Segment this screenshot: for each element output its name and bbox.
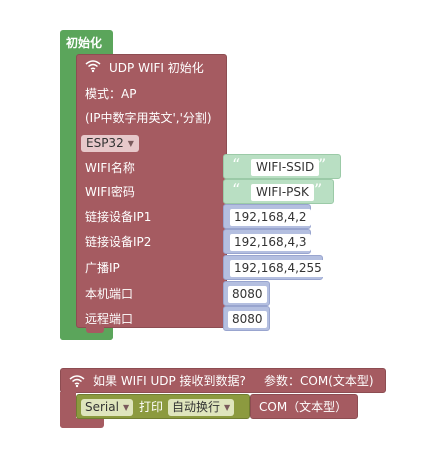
udp-receive-footer xyxy=(60,418,104,428)
udp-receive-block[interactable]: 如果 WIFI UDP 接收到数据? 参数：COM(文本型) xyxy=(60,368,386,393)
chevron-down-icon: ▼ xyxy=(127,139,134,148)
row-label-wifi-psk: WIFI密码 xyxy=(85,185,135,199)
remote-port-value[interactable]: 8080 xyxy=(228,311,267,328)
row-label-ip1: 链接设备IP1 xyxy=(85,210,152,224)
wifi-psk-value[interactable]: WIFI-PSK xyxy=(251,184,314,201)
serial-select-value: Serial xyxy=(85,400,119,414)
row-label-broadcast-ip: 广播IP xyxy=(85,261,120,275)
newline-select[interactable]: 自动换行▼ xyxy=(168,399,235,416)
wifi-ssid-input[interactable]: “ WIFI-SSID ” xyxy=(223,154,341,179)
serial-print-block[interactable]: Serial▼ 打印 自动换行▼ xyxy=(76,394,250,419)
local-port-input[interactable]: 8080 xyxy=(223,281,270,306)
remote-port-input[interactable]: 8080 xyxy=(223,306,270,331)
row-label-wifi-ssid: WIFI名称 xyxy=(85,161,135,175)
row-label-ip2: 链接设备IP2 xyxy=(85,235,152,249)
quote-open-icon: “ xyxy=(232,180,241,199)
chevron-down-icon: ▼ xyxy=(122,403,130,412)
udp-receive-title: 如果 WIFI UDP 接收到数据? xyxy=(93,374,246,388)
ip1-input[interactable]: 192,168,4,2 xyxy=(223,204,311,229)
udp-init-title: UDP WIFI 初始化 xyxy=(109,61,204,75)
wifi-icon xyxy=(85,60,101,73)
quote-open-icon: “ xyxy=(232,155,241,174)
udp-receive-params: 参数：COM(文本型) xyxy=(264,374,374,388)
com-variable-label: COM（文本型） xyxy=(259,400,348,414)
board-select[interactable]: ESP32▼ xyxy=(81,135,139,152)
ip2-input[interactable]: 192,168,4,3 xyxy=(223,229,311,254)
init-block-label: 初始化 xyxy=(66,36,103,50)
udp-wifi-init-block[interactable]: UDP WIFI 初始化 模式：AP (IP中数字用英文','分割) ESP32… xyxy=(76,54,227,328)
wifi-ssid-value[interactable]: WIFI-SSID xyxy=(251,159,320,176)
quote-close-icon: ” xyxy=(318,155,327,174)
chevron-down-icon: ▼ xyxy=(224,403,231,412)
com-variable-block[interactable]: COM（文本型） xyxy=(250,394,358,419)
row-label-remote-port: 远程端口 xyxy=(85,312,134,326)
wifi-psk-input[interactable]: “ WIFI-PSK ” xyxy=(223,179,334,204)
print-label: 打印 xyxy=(139,400,164,414)
ip-note-label: (IP中数字用英文','分割) xyxy=(85,111,212,125)
broadcast-ip-input[interactable]: 192,168,4,255 xyxy=(223,255,326,280)
broadcast-ip-value[interactable]: 192,168,4,255 xyxy=(230,260,326,277)
ip1-value[interactable]: 192,168,4,2 xyxy=(230,209,311,226)
wifi-icon xyxy=(69,375,85,388)
serial-select[interactable]: Serial▼ xyxy=(81,399,134,416)
newline-select-value: 自动换行 xyxy=(172,400,221,414)
ip2-value[interactable]: 192,168,4,3 xyxy=(230,234,311,251)
mode-label: 模式：AP xyxy=(85,87,137,101)
board-select-value: ESP32 xyxy=(86,136,124,150)
row-label-local-port: 本机端口 xyxy=(85,287,134,301)
local-port-value[interactable]: 8080 xyxy=(228,286,267,303)
udp-init-block-tab xyxy=(86,327,104,333)
quote-close-icon: ” xyxy=(314,180,323,199)
